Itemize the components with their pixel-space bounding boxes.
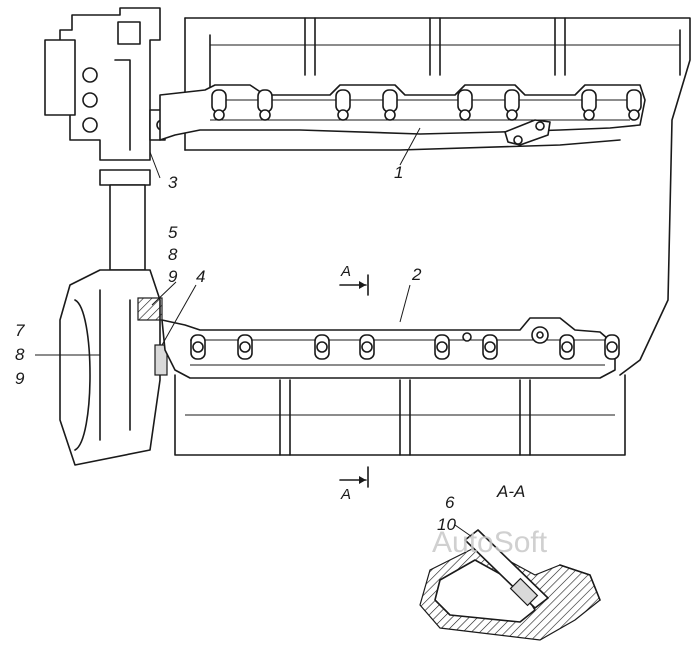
callout-7: 7: [15, 321, 25, 340]
callout-6: 6: [445, 493, 455, 512]
section-view-title: A-A: [496, 482, 525, 501]
callout-2: 2: [411, 265, 422, 284]
callout-5: 5: [168, 223, 178, 242]
lower-manifold-studs: [190, 334, 620, 360]
bolt-section-hatch: [137, 297, 163, 321]
watermark-text: AutoSoft: [432, 526, 548, 559]
section-label-top: A: [340, 263, 351, 280]
callout-9-upper: 9: [168, 267, 178, 286]
section-marker-bottom: A: [339, 466, 369, 503]
callout-3: 3: [168, 173, 178, 192]
callout-1: 1: [394, 163, 403, 182]
section-marker-top: A: [339, 263, 369, 296]
leader-lines: [35, 127, 489, 549]
cylinder-block-outline: [174, 17, 691, 456]
callout-9-lower: 9: [15, 369, 25, 388]
callout-4: 4: [196, 267, 205, 286]
callout-labels: 1 2 3 4 5 8 9 7 8 9 6 10 A-A: [15, 163, 525, 534]
callout-10: 10: [437, 515, 456, 534]
callout-8-upper: 8: [168, 245, 178, 264]
upper-manifold: [159, 84, 646, 146]
section-view-a-a: [419, 529, 601, 641]
upper-manifold-studs: [211, 89, 642, 121]
section-label-bottom: A: [340, 486, 351, 503]
callout-8-lower: 8: [15, 345, 25, 364]
lower-manifold: [161, 317, 620, 379]
left-housing: [44, 7, 168, 466]
